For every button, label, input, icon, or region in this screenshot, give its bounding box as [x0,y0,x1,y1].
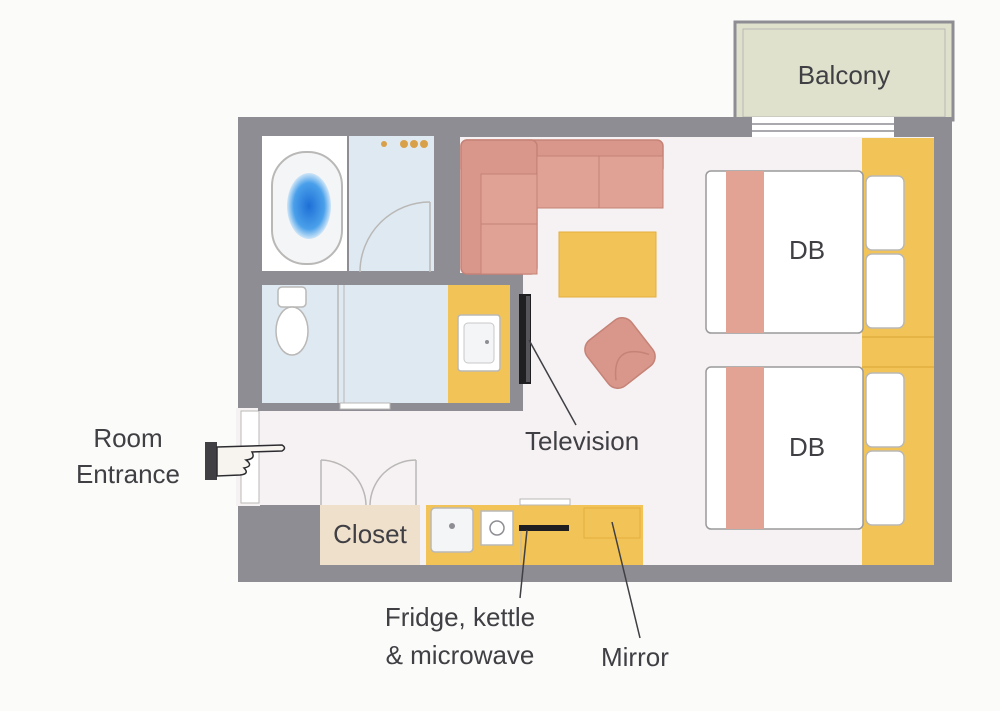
pointing-hand-icon [205,442,286,480]
sink [430,507,474,553]
closet [320,505,420,565]
room-entrance-label-line1: Room [93,423,163,453]
closet-doors [320,459,417,506]
bed-upper [705,170,905,334]
toilet-tank [277,286,307,308]
leader-lines [519,339,641,639]
bed-lower-label: DB [788,432,826,462]
toilet-bowl [275,306,309,356]
bed-lower [705,366,905,530]
toilet-room [262,285,510,410]
kitchen-counter [426,498,643,565]
room-entrance-label-line2: Entrance [75,459,181,489]
fridge-label-line2: & microwave [385,640,535,670]
pillow [865,253,905,329]
microwave-door [519,525,569,531]
closet-label: Closet [333,519,407,549]
armchair [584,317,656,389]
bed-upper-label: DB [788,235,826,265]
kettle-box [480,510,514,546]
balcony-label: Balcony [797,60,891,90]
television-label: Television [525,426,640,456]
coffee-table [558,231,657,298]
pillow [865,450,905,526]
mirror-label: Mirror [601,642,669,672]
fridge-label-line1: Fridge, kettle [384,602,536,632]
pillow [865,372,905,448]
television [519,294,531,384]
pillow [865,175,905,251]
balcony [733,20,955,122]
bathtub-water [287,173,331,239]
sofa [460,139,664,275]
bath-room [262,136,434,273]
